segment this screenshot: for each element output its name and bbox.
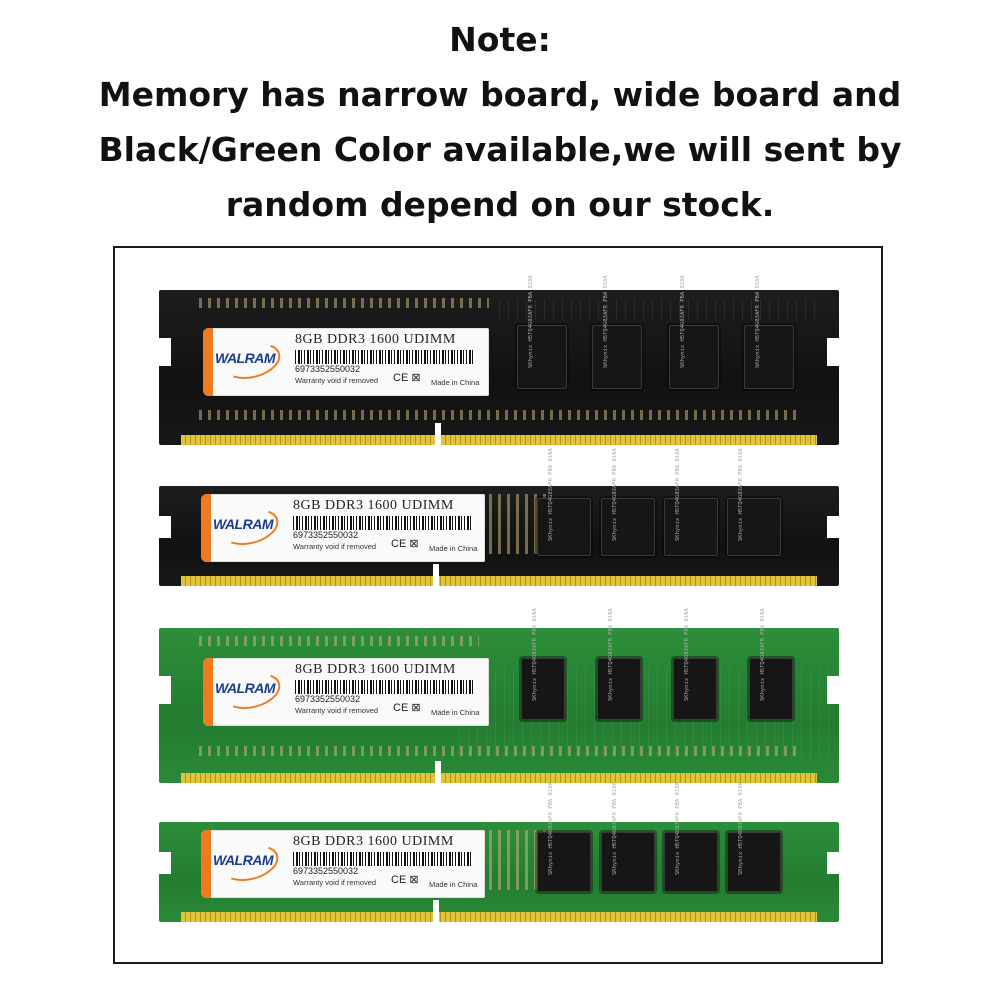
key-notch xyxy=(435,761,441,783)
warranty-text: Warranty void if removed xyxy=(293,542,377,551)
made-in-text: Made in China xyxy=(429,880,478,889)
barcode-number: 6973352550032 xyxy=(295,364,361,374)
memory-chip: SKhynix H5TQ4G83AFR PBA 818A xyxy=(664,782,718,892)
memory-chip: SKhynix H5TQ4G83AFR PBA 818A xyxy=(601,782,655,892)
key-notch xyxy=(435,423,441,445)
memory-chip: SKhynix H5TQ4G83AFR PBA 818A xyxy=(537,448,591,556)
ram-module-green-wide: SKhynix H5TQ4G83AFR PBA 818A SKhynix H5T… xyxy=(159,608,839,783)
product-label: WALRAM 8GB DDR3 1600 UDIMM 6973352550032… xyxy=(201,494,485,562)
memory-chip: SKhynix H5TQ4G83AFR PBA 818A xyxy=(601,448,655,556)
warranty-text: Warranty void if removed xyxy=(293,878,377,887)
barcode-number: 6973352550032 xyxy=(295,694,361,704)
walram-logo: WALRAM xyxy=(215,350,276,366)
memory-chip: SKhynix H5TQ4G83AFR PBA 818A xyxy=(664,448,718,556)
note-line-3: random depend on our stock. xyxy=(225,185,775,224)
gold-pins xyxy=(181,773,817,783)
ram-module-green-narrow: SKhynix H5TQ4G83AFR PBA 818A SKhynix H5T… xyxy=(159,782,839,922)
gold-pins xyxy=(181,576,817,586)
memory-chip: SKhynix H5TQ4G83AFR PBA 818A xyxy=(749,608,793,720)
memory-chip: SKhynix H5TQ4G83AFR PBA 818A xyxy=(669,275,719,389)
note-text: Note: Memory has narrow board, wide boar… xyxy=(0,12,1000,232)
memory-chip: SKhynix H5TQ4G83AFR PBA 818A xyxy=(517,275,567,389)
memory-chip: SKhynix H5TQ4G83AFR PBA 818A xyxy=(537,782,591,892)
memory-chip: SKhynix H5TQ4G83AFR PBA 818A xyxy=(521,608,565,720)
made-in-text: Made in China xyxy=(431,378,480,387)
product-label: WALRAM 8GB DDR3 1600 UDIMM 6973352550032… xyxy=(203,328,489,396)
spec-text: 8GB DDR3 1600 UDIMM xyxy=(295,662,456,677)
gold-pins xyxy=(181,435,817,445)
barcode-number: 6973352550032 xyxy=(293,866,359,876)
walram-logo: WALRAM xyxy=(213,516,274,532)
product-photo-frame: SKhynix H5TQ4G83AFR PBA 818A SKhynix H5T… xyxy=(113,246,883,964)
product-label: WALRAM 8GB DDR3 1600 UDIMM 6973352550032… xyxy=(203,658,489,726)
ce-mark: CE ⊠ xyxy=(391,538,419,550)
memory-chip: SKhynix H5TQ4G83AFR PBA 818A xyxy=(727,448,781,556)
ram-module-black-wide: SKhynix H5TQ4G83AFR PBA 818A SKhynix H5T… xyxy=(159,275,839,445)
spec-text: 8GB DDR3 1600 UDIMM xyxy=(293,834,454,849)
barcode-number: 6973352550032 xyxy=(293,530,359,540)
ce-mark: CE ⊠ xyxy=(391,874,419,886)
ce-mark: CE ⊠ xyxy=(393,702,421,714)
key-notch xyxy=(433,564,439,586)
barcode xyxy=(293,516,473,530)
spec-text: 8GB DDR3 1600 UDIMM xyxy=(295,332,456,347)
warranty-text: Warranty void if removed xyxy=(295,376,379,385)
barcode xyxy=(293,852,473,866)
key-notch xyxy=(433,900,439,922)
note-line-2: Black/Green Color available,we will sent… xyxy=(98,130,902,169)
ce-mark: CE ⊠ xyxy=(393,372,421,384)
made-in-text: Made in China xyxy=(431,708,480,717)
note-line-1: Memory has narrow board, wide board and xyxy=(98,75,902,114)
walram-logo: WALRAM xyxy=(215,680,276,696)
memory-chip: SKhynix H5TQ4G83AFR PBA 818A xyxy=(727,782,781,892)
memory-chip: SKhynix H5TQ4G83AFR PBA 818A xyxy=(673,608,717,720)
memory-chip: SKhynix H5TQ4G83AFR PBA 818A xyxy=(744,275,794,389)
barcode xyxy=(295,680,475,694)
note-heading: Note: xyxy=(449,20,551,59)
memory-chip: SKhynix H5TQ4G83AFR PBA 818A xyxy=(592,275,642,389)
product-label: WALRAM 8GB DDR3 1600 UDIMM 6973352550032… xyxy=(201,830,485,898)
ram-module-black-narrow: SKhynix H5TQ4G83AFR PBA 818A SKhynix H5T… xyxy=(159,448,839,586)
memory-chip: SKhynix H5TQ4G83AFR PBA 818A xyxy=(597,608,641,720)
barcode xyxy=(295,350,475,364)
warranty-text: Warranty void if removed xyxy=(295,706,379,715)
spec-text: 8GB DDR3 1600 UDIMM xyxy=(293,498,454,513)
gold-pins xyxy=(181,912,817,922)
made-in-text: Made in China xyxy=(429,544,478,553)
walram-logo: WALRAM xyxy=(213,852,274,868)
